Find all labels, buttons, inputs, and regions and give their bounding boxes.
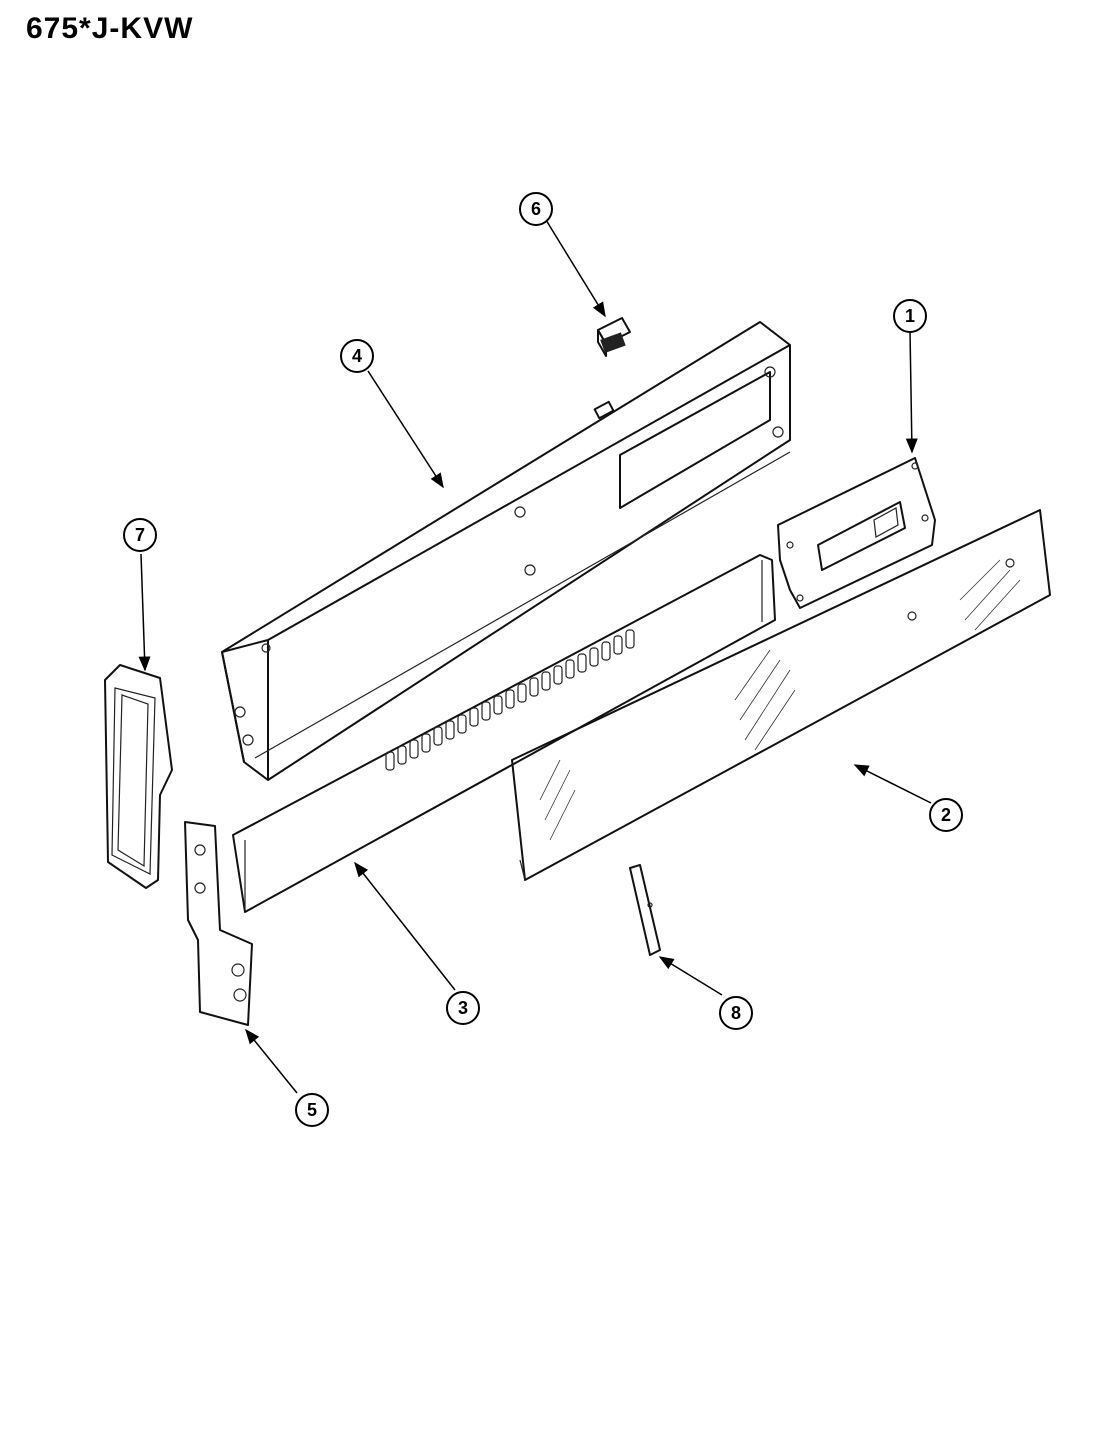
- part-2-glass-panel: [511, 509, 1051, 881]
- callout-7: 7: [123, 518, 157, 552]
- callout-8: 8: [719, 996, 753, 1030]
- callout-4-label: 4: [352, 346, 362, 366]
- callout-5-label: 5: [307, 1100, 317, 1120]
- part-6-switch: [597, 317, 631, 357]
- callout-4: 4: [340, 339, 374, 373]
- leader-lines: [138, 219, 932, 1094]
- callout-2-label: 2: [941, 805, 951, 825]
- part-5-side-bracket: [184, 821, 253, 1026]
- callout-5: 5: [295, 1093, 329, 1127]
- callout-7-label: 7: [135, 525, 145, 545]
- part-3-vented-trim: [232, 554, 776, 913]
- diagram-title: 675*J-KVW: [26, 12, 194, 45]
- callout-3-label: 3: [458, 998, 468, 1018]
- callout-6: 6: [519, 192, 553, 226]
- part-4-panel-housing: [221, 321, 791, 781]
- callout-1: 1: [893, 299, 927, 333]
- callout-1-label: 1: [905, 306, 915, 326]
- part-8-strip: [629, 864, 661, 956]
- callout-3: 3: [446, 991, 480, 1025]
- part-7-end-cap: [104, 664, 173, 889]
- callout-6-label: 6: [531, 199, 541, 219]
- callout-8-label: 8: [731, 1003, 741, 1023]
- callout-2: 2: [929, 798, 963, 832]
- part-1-bracket: [777, 457, 936, 609]
